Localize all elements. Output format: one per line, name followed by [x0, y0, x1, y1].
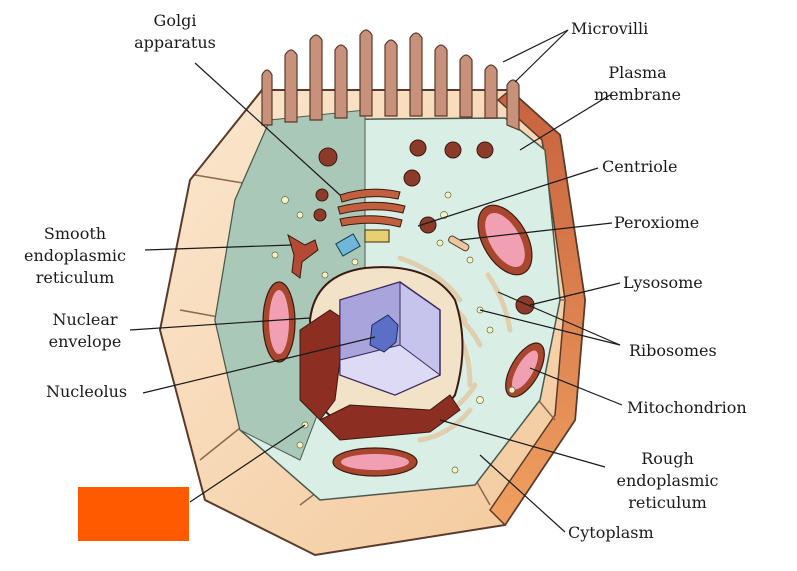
leader-lines — [129, 29, 623, 533]
label-nuclear-envelope: Nuclear envelope — [25, 309, 145, 353]
centriole — [335, 229, 390, 257]
label-plasma-membrane-line1: Plasma — [608, 63, 667, 82]
right-wall-shading — [489, 89, 586, 527]
label-golgi: Golgi apparatus — [120, 10, 230, 54]
label-smooth-er-line2: endoplasmic — [23, 246, 126, 265]
label-mitochondrion: Mitochondrion — [627, 398, 747, 417]
label-lysosome: Lysosome — [623, 273, 703, 292]
label-plasma-membrane: Plasma membrane — [585, 62, 690, 106]
label-nucleolus: Nucleolus — [46, 382, 128, 401]
label-golgi-line2: apparatus — [134, 33, 216, 52]
mitochondria-inner — [269, 212, 538, 470]
label-nuclear-envelope-line2: envelope — [48, 332, 122, 351]
vesicles — [313, 139, 535, 315]
label-golgi-line1: Golgi — [153, 11, 197, 30]
label-rough-er-line1: Rough — [641, 449, 694, 468]
label-ribosomes: Ribosomes — [629, 341, 717, 360]
label-plasma-membrane-line2: membrane — [593, 85, 681, 104]
redaction-box — [78, 487, 189, 541]
label-smooth-er: Smooth endoplasmic reticulum — [10, 223, 140, 289]
label-nuclear-envelope-line1: Nuclear — [52, 310, 118, 329]
label-smooth-er-line3: reticulum — [35, 268, 115, 287]
label-smooth-er-line1: Smooth — [43, 224, 107, 243]
label-cytoplasm: Cytoplasm — [568, 523, 654, 542]
nucleolus — [369, 314, 399, 353]
microvilli — [261, 29, 520, 131]
label-centriole: Centriole — [602, 157, 678, 176]
label-rough-er-line3: reticulum — [628, 493, 707, 512]
nuclear-envelope-cut — [299, 309, 346, 421]
nuclear-envelope-cut-bottom — [319, 394, 461, 441]
label-rough-er-line2: endoplasmic — [616, 471, 719, 490]
golgi-apparatus — [337, 188, 406, 228]
label-rough-er: Rough endoplasmic reticulum — [605, 448, 730, 514]
smooth-er — [287, 233, 319, 279]
label-peroxiome: Peroxiome — [614, 213, 700, 232]
label-microvilli: Microvilli — [571, 19, 649, 38]
